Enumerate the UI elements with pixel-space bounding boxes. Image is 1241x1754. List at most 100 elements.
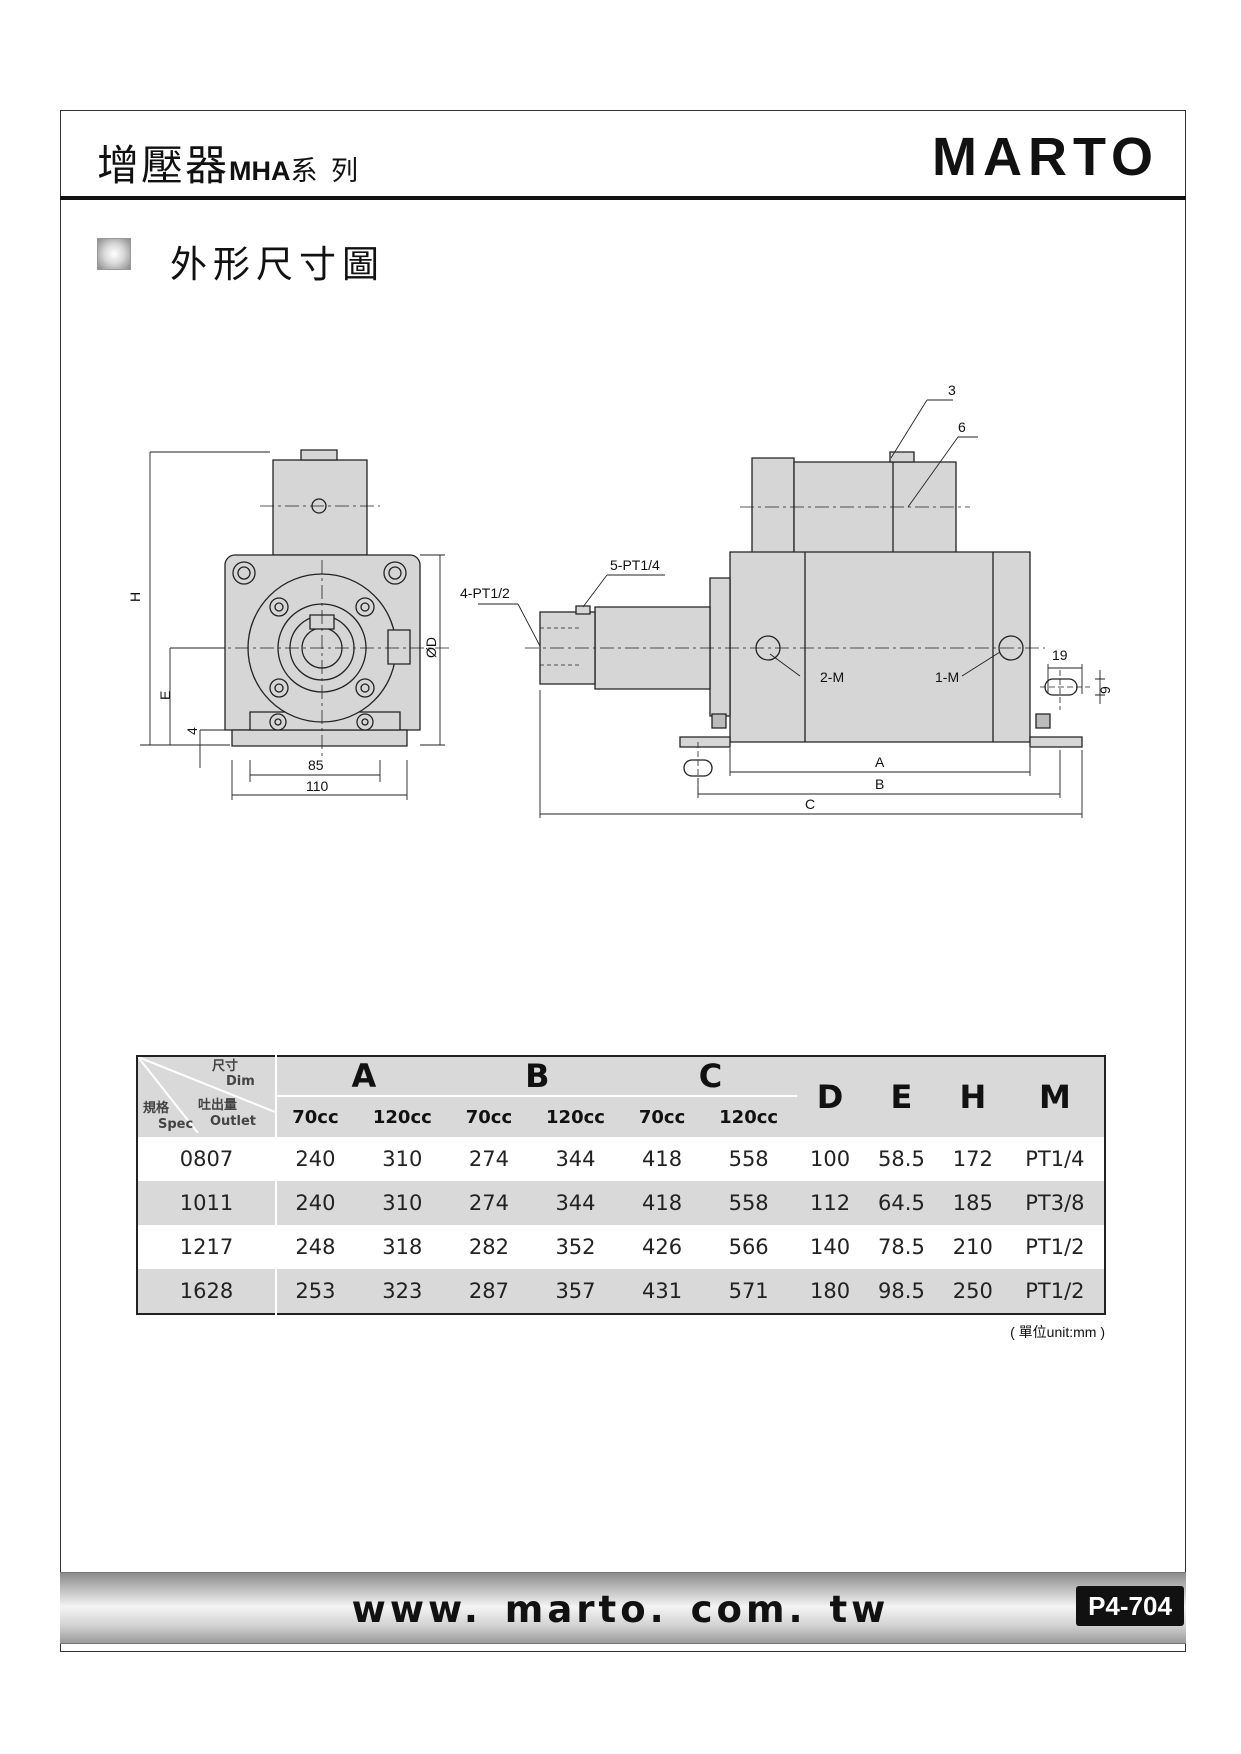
cell-m: PT1/2 xyxy=(1025,1235,1085,1259)
corner-outlet-zh: 吐出量 xyxy=(198,1098,238,1113)
unit-note: ( 單位unit:mm ) xyxy=(1010,1324,1105,1340)
label-4: 4 xyxy=(184,727,200,735)
label-part-6: 6 xyxy=(958,419,966,435)
cell-e: 98.5 xyxy=(862,1269,940,1314)
cell-a120: 323 xyxy=(353,1269,451,1314)
label-h: H xyxy=(127,592,143,602)
label-diameter: ØD xyxy=(423,637,439,658)
cell-b70: 287 xyxy=(450,1269,528,1314)
cell-h: 172 xyxy=(952,1147,993,1171)
label-85: 85 xyxy=(308,757,324,773)
cell-spec: 1628 xyxy=(137,1269,277,1314)
page-frame xyxy=(60,110,1186,1652)
label-2m: 2-M xyxy=(820,669,844,685)
cell-b120: 352 xyxy=(555,1235,596,1259)
header-c-70cc: 70cc xyxy=(623,1096,701,1137)
cell-d: 100 xyxy=(809,1147,851,1171)
corner-spec-en: Spec xyxy=(158,1117,194,1132)
cell-b120: 357 xyxy=(527,1269,624,1314)
header-divider xyxy=(60,196,1186,200)
cell-e: 58.5 xyxy=(878,1147,925,1171)
cell-a70: 253 xyxy=(276,1269,354,1314)
header-c: C xyxy=(623,1056,798,1097)
cell-spec: 1011 xyxy=(137,1181,277,1225)
cell-a120: 310 xyxy=(353,1181,451,1225)
header-b-70cc: 70cc xyxy=(450,1096,528,1137)
cell-b70: 274 xyxy=(468,1147,509,1171)
cell-a70: 240 xyxy=(276,1181,354,1225)
cell-c70: 431 xyxy=(623,1269,701,1314)
cell-h: 185 xyxy=(939,1181,1006,1225)
header-h: H xyxy=(939,1056,1006,1137)
side-view xyxy=(478,399,1105,818)
label-9: 9 xyxy=(1097,686,1113,694)
label-b: B xyxy=(875,776,884,792)
header-d: D xyxy=(797,1056,863,1137)
cell-c120: 571 xyxy=(700,1269,798,1314)
dimension-table: 尺寸 Dim 吐出量 Outlet 規格 Spec A B C D E H M … xyxy=(136,1055,1106,1315)
header-a: A xyxy=(276,1056,451,1097)
cell-b70: 274 xyxy=(450,1181,528,1225)
header-c-120cc: 120cc xyxy=(700,1096,798,1137)
header-m: M xyxy=(1005,1056,1105,1137)
label-inlet-port: 5-PT1/4 xyxy=(610,557,660,573)
cell-spec: 0807 xyxy=(137,1137,277,1181)
header-b: B xyxy=(450,1056,624,1097)
page-number-badge: P4-704 xyxy=(1076,1586,1184,1626)
label-outlet-port: 4-PT1/2 xyxy=(460,585,510,601)
cell-a120: 310 xyxy=(382,1147,423,1171)
cell-m: PT3/8 xyxy=(1005,1181,1105,1225)
cell-d: 112 xyxy=(797,1181,863,1225)
cell-d: 140 xyxy=(809,1235,851,1259)
cell-spec: 1217 xyxy=(137,1225,277,1269)
header-b-120cc: 120cc xyxy=(527,1096,624,1137)
page-title: 增壓器MHA系 列 xyxy=(97,132,361,193)
cell-c120: 558 xyxy=(728,1147,769,1171)
corner-dim-zh: 尺寸 xyxy=(212,1059,239,1074)
section-title: 外形尺寸圖 xyxy=(170,244,385,285)
header-a-120cc: 120cc xyxy=(353,1096,451,1137)
header-e: E xyxy=(862,1056,940,1137)
website-link[interactable]: www. marto. com. tw xyxy=(351,1588,890,1631)
title-main: 增壓器 xyxy=(97,142,230,189)
cell-a70: 240 xyxy=(295,1147,336,1171)
corner-spec-zh: 規格 xyxy=(143,1101,170,1116)
title-suffix: 系 列 xyxy=(290,156,362,186)
cell-b70: 282 xyxy=(468,1235,509,1259)
brand-logo: MARTO xyxy=(932,127,1159,187)
corner-outlet-en: Outlet xyxy=(210,1114,257,1129)
label-a: A xyxy=(875,754,885,770)
cell-c70: 418 xyxy=(623,1181,701,1225)
label-110: 110 xyxy=(306,778,329,794)
cell-c120: 558 xyxy=(700,1181,798,1225)
label-e: E xyxy=(157,691,173,700)
table-row: 1011 240 310 274 344 418 558 112 64.5 18… xyxy=(137,1181,1105,1225)
section-bullet-icon xyxy=(97,238,131,270)
label-c: C xyxy=(805,796,815,812)
table-corner-cell: 尺寸 Dim 吐出量 Outlet 規格 Spec xyxy=(137,1056,277,1137)
cell-b120: 344 xyxy=(527,1181,624,1225)
table-row: 0807 240 310 274 344 418 558 100 58.5 17… xyxy=(137,1137,1105,1181)
cell-h: 250 xyxy=(939,1269,1006,1314)
header-a-70cc: 70cc xyxy=(276,1096,354,1137)
table-row: 1217 248 318 282 352 426 566 140 78.5 21… xyxy=(137,1225,1105,1269)
cell-e: 78.5 xyxy=(878,1235,925,1259)
cell-d: 180 xyxy=(797,1269,863,1314)
cell-a70: 248 xyxy=(295,1235,336,1259)
cell-b120: 344 xyxy=(555,1147,596,1171)
cell-c70: 418 xyxy=(642,1147,683,1171)
cell-m: PT1/2 xyxy=(1005,1269,1105,1314)
label-1m: 1-M xyxy=(935,669,959,685)
title-series: MHA xyxy=(229,156,291,186)
cell-c70: 426 xyxy=(642,1235,683,1259)
cell-m: PT1/4 xyxy=(1025,1147,1085,1171)
label-part-3: 3 xyxy=(948,382,956,398)
cell-h: 210 xyxy=(952,1235,993,1259)
corner-diagonal xyxy=(138,1057,275,1133)
cell-a120: 318 xyxy=(382,1235,423,1259)
corner-dim-en: Dim xyxy=(226,1074,255,1089)
cell-e: 64.5 xyxy=(862,1181,940,1225)
cell-c120: 566 xyxy=(728,1235,769,1259)
footer-bar xyxy=(60,1572,1186,1644)
